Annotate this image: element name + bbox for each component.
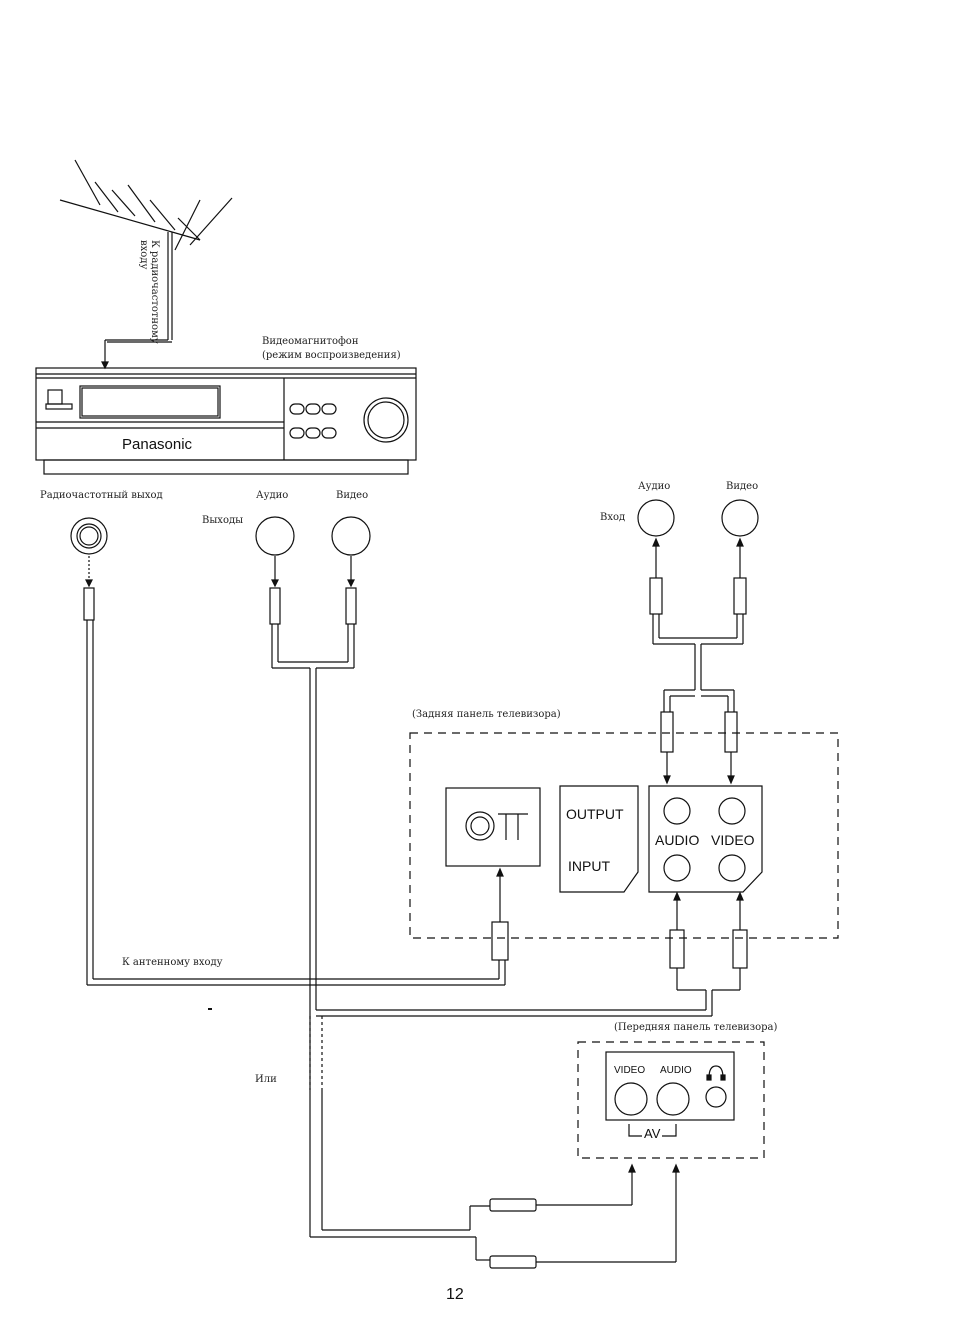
vcr-title: Видеомагнитофон (режим воспроизведения) bbox=[262, 335, 401, 363]
vcr-audio-out-jack-icon bbox=[256, 517, 294, 555]
rf-out-jack-icon bbox=[71, 518, 107, 554]
vcr-audio-label: Аудио bbox=[256, 490, 288, 501]
headphone-jack-icon bbox=[706, 1087, 726, 1107]
front-video-label: VIDEO bbox=[614, 1065, 645, 1076]
rear-video-label: VIDEO bbox=[711, 832, 755, 848]
rear-panel-title: (Задняя панель телевизора) bbox=[412, 709, 561, 720]
rear-video-in-jack-icon bbox=[719, 855, 745, 881]
av-label: AV bbox=[642, 1126, 662, 1141]
input-label: INPUT bbox=[568, 858, 610, 874]
front-audio-jack-icon bbox=[657, 1083, 689, 1115]
rf-out-label: Радиочастотный выход bbox=[40, 490, 163, 501]
output-input-switch bbox=[560, 786, 638, 892]
tv-input-label: Вход bbox=[600, 512, 625, 523]
tv-video-label: Видео bbox=[726, 481, 758, 492]
page-number: 12 bbox=[446, 1286, 464, 1304]
antenna-input-label: К антенному входу bbox=[122, 957, 223, 968]
tv-audio-in-jack-icon bbox=[638, 500, 674, 536]
vcr-unit bbox=[36, 368, 416, 474]
front-video-jack-icon bbox=[615, 1083, 647, 1115]
output-label: OUTPUT bbox=[566, 806, 624, 822]
tv-audio-label: Аудио bbox=[638, 481, 670, 492]
vcr-outputs-label: Выходы bbox=[202, 515, 243, 526]
rear-antenna-socket bbox=[446, 788, 540, 866]
vcr-video-out-jack-icon bbox=[332, 517, 370, 555]
front-audio-label: AUDIO bbox=[660, 1065, 692, 1076]
rear-audio-label: AUDIO bbox=[655, 832, 699, 848]
vcr-brand-logo: Panasonic bbox=[122, 436, 192, 453]
rear-panel-box bbox=[410, 733, 838, 938]
tv-video-in-jack-icon bbox=[722, 500, 758, 536]
vcr-video-label: Видео bbox=[336, 490, 368, 501]
rear-audio-out-jack-icon bbox=[664, 798, 690, 824]
antenna-label: К радиочастотному входу bbox=[138, 240, 160, 344]
front-panel-title: (Передняя панель телевизора) bbox=[614, 1022, 777, 1033]
or-label: Или bbox=[255, 1074, 277, 1085]
rear-video-out-jack-icon bbox=[719, 798, 745, 824]
rear-audio-in-jack-icon bbox=[664, 855, 690, 881]
